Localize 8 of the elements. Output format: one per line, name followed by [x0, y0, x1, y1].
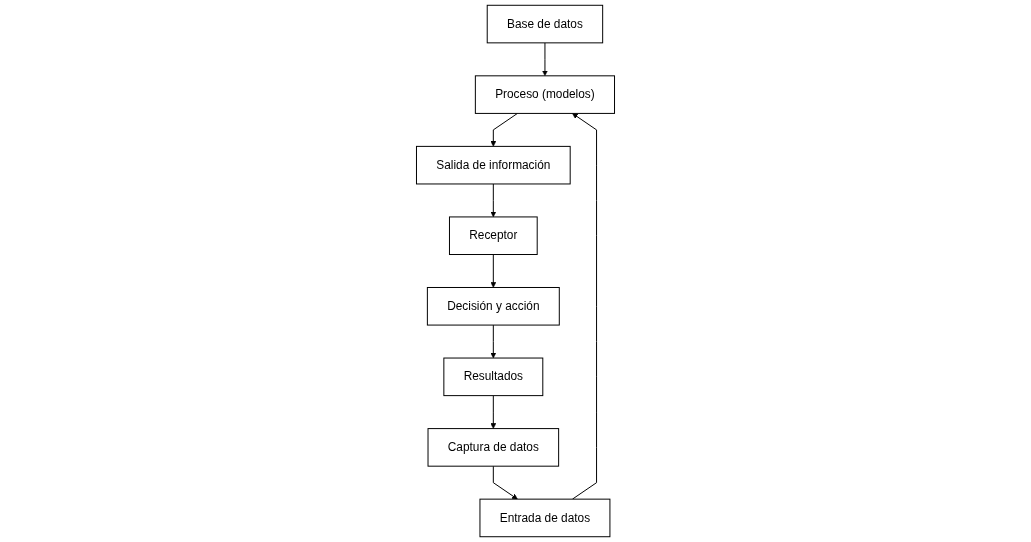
node-box: Captura de datos [427, 428, 560, 467]
node-box: Resultados [443, 357, 544, 397]
node-box: Decisión y acción [426, 287, 560, 326]
node-box: Base de datos [486, 4, 604, 44]
node-box: Entrada de datos [479, 498, 611, 538]
node-box: Proceso (modelos) [474, 75, 615, 114]
node-box: Receptor [448, 216, 538, 255]
node-box: Salida de información [415, 145, 571, 185]
